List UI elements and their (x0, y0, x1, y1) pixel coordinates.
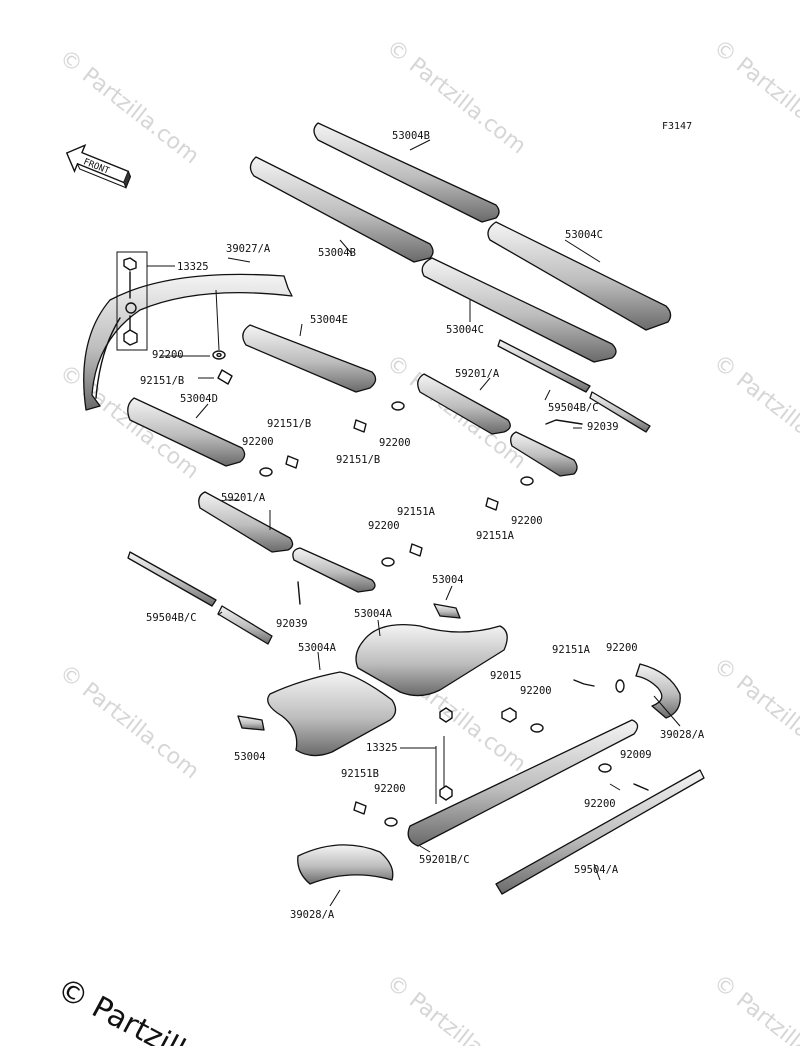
part-label: 92200 (374, 783, 406, 795)
part-label: 92200 (368, 520, 400, 532)
mat-53004C-right (487, 221, 672, 331)
watermark: © Partzilla.com (54, 660, 203, 784)
trim-59504BC-right (497, 339, 591, 393)
part-label: 59201/A (455, 368, 500, 380)
washer-92200-c (520, 476, 534, 486)
part-label: 92009 (620, 749, 652, 761)
part-label: 92200 (584, 798, 616, 810)
mat-53004C-mid (421, 257, 617, 363)
part-label: 59201B/C (419, 854, 470, 866)
part-labels: 53004B 53004B 53004C 53004C 39027/A 1332… (140, 130, 705, 921)
part-label: 92200 (520, 685, 552, 697)
footer-watermark: © Partzilla (51, 971, 207, 1046)
part-label: 59504/A (574, 864, 619, 876)
watermark: © Partzilla.com (708, 970, 800, 1046)
leader-lines (160, 139, 681, 907)
bolt-92151B-b (353, 419, 367, 433)
washer-92200-d (259, 467, 273, 477)
part-label: 39027/A (226, 243, 271, 255)
part-label: 39028/A (660, 729, 705, 741)
part-label: 92200 (242, 436, 274, 448)
mat-53004A-right (355, 623, 508, 697)
channel-59201A-right-b (510, 431, 578, 477)
part-label: 92151/B (336, 454, 380, 466)
part-label: 92015 (490, 670, 522, 682)
watermark: © Partzilla.com (708, 35, 800, 159)
mat-53004B-lower (249, 156, 434, 263)
washer-92200-h (384, 817, 398, 827)
part-label: 92151A (397, 506, 436, 518)
channel-59201A-right (417, 373, 511, 435)
part-label: 59201/A (221, 492, 266, 504)
part-label: 53004A (298, 642, 337, 654)
part-label: 53004C (565, 229, 603, 241)
bolt-92009 (633, 783, 649, 791)
mat-53004E (242, 324, 377, 393)
part-label: 13325 (177, 261, 209, 273)
part-label: 92151A (552, 644, 591, 656)
washer-92200-b (391, 401, 405, 411)
watermark: © Partzilla.com (708, 653, 800, 777)
channel-59201A-left (198, 491, 294, 553)
watermark: © Partzilla.com (708, 350, 800, 474)
part-label: 92200 (152, 349, 184, 361)
rail-39027A-inner (95, 317, 121, 399)
bolt-92151A-b (409, 543, 423, 557)
diagram-code: F3147 (662, 121, 692, 132)
pad-53004-top (433, 603, 461, 619)
part-label: 53004B (392, 130, 430, 142)
part-label: 59504B/C (146, 612, 197, 624)
part-label: 53004 (234, 751, 266, 763)
part-label: 53004E (310, 314, 348, 326)
washer-92200-e (381, 557, 395, 567)
cap-39028A-right (635, 663, 681, 719)
watermark: © Partzilla.com (381, 970, 530, 1046)
channel-59201BC (407, 719, 639, 847)
pad-39028A-bottom (297, 844, 394, 885)
part-label: 53004B (318, 247, 356, 259)
bolt-92039-right (545, 419, 583, 425)
part-label: 92151B (341, 768, 379, 780)
channel-59201A-left-b (292, 547, 376, 593)
part-label: 92151/B (267, 418, 311, 430)
part-label: 92200 (379, 437, 411, 449)
bolt-92151B-d (353, 801, 367, 815)
part-label: 92039 (587, 421, 619, 433)
part-label: 53004 (432, 574, 464, 586)
trim-59504BC-right-b (589, 391, 651, 433)
mat-53004D (127, 397, 246, 467)
bolt-92151B-a (217, 369, 233, 385)
part-label: 53004A (354, 608, 393, 620)
trim-59504BC-left (127, 551, 217, 607)
part-label: 92039 (276, 618, 308, 630)
nut-92015 (501, 707, 517, 723)
washer-92200-i (598, 763, 612, 773)
part-label: 53004D (180, 393, 218, 405)
part-label: 59504B/C (548, 402, 599, 414)
washer-92200-a (212, 289, 226, 360)
part-label: 92200 (606, 642, 638, 654)
bolt-92151A-a (485, 497, 499, 511)
part-label: 92151/B (140, 375, 184, 387)
part-label: 53004C (446, 324, 484, 336)
mat-53004B-upper (313, 122, 500, 223)
trim-59504BC-left-b (217, 605, 273, 645)
washer-92200-g (530, 723, 544, 733)
pad-53004-bottom (237, 715, 265, 731)
front-arrow-icon: FRONT (65, 143, 132, 190)
mat-53004A-left (267, 671, 397, 757)
part-label: 39028/A (290, 909, 335, 921)
bracket-13325-top (116, 251, 175, 351)
bolt-92039-left (297, 581, 301, 605)
part-label: 92200 (511, 515, 543, 527)
part-label: 92151A (476, 530, 515, 542)
part-label: 13325 (366, 742, 398, 754)
trim-59504A (495, 769, 705, 895)
bracket-13325-bottom (435, 707, 453, 804)
bolt-92151B-c (285, 455, 299, 469)
bolt-92151A-c (573, 679, 625, 693)
